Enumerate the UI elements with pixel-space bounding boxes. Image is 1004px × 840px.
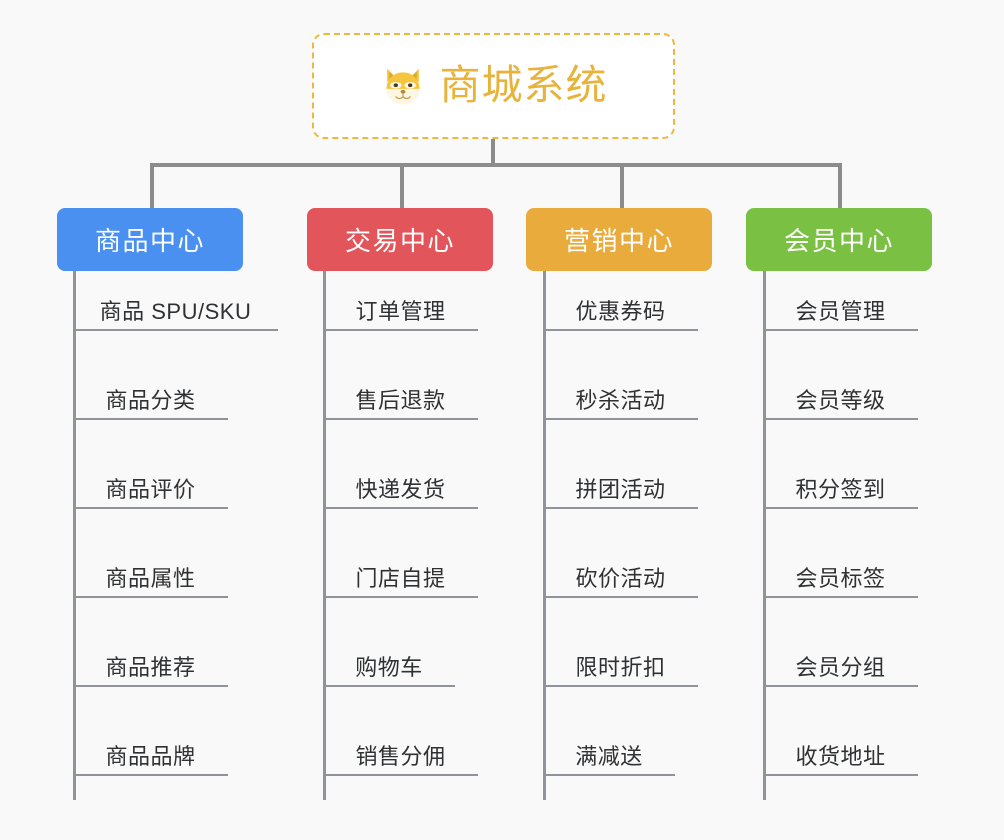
leaf-item[interactable]: 满减送 xyxy=(543,716,675,776)
leaf-label: 会员分组 xyxy=(795,654,886,680)
leaf-item[interactable]: 商品 SPU/SKU xyxy=(73,271,278,331)
spine-member-center xyxy=(763,271,766,800)
root-title: 商城系统 xyxy=(439,62,608,109)
shiba-dog-icon xyxy=(380,63,426,109)
leaf-label: 商品推荐 xyxy=(105,654,196,680)
leaf-item[interactable]: 砍价活动 xyxy=(543,538,698,598)
leaf-item[interactable]: 会员分组 xyxy=(763,627,918,687)
leaf-item[interactable]: 商品属性 xyxy=(73,538,228,598)
leaf-item[interactable]: 收货地址 xyxy=(763,716,918,776)
leaf-item[interactable]: 拼团活动 xyxy=(543,449,698,509)
leaf-label: 满减送 xyxy=(575,743,643,769)
leaf-label: 拼团活动 xyxy=(575,476,666,502)
leaf-label: 会员等级 xyxy=(795,387,886,413)
category-header-trade-center[interactable]: 交易中心 xyxy=(307,208,493,271)
category-header-product-center[interactable]: 商品中心 xyxy=(57,208,243,271)
leaf-label: 销售分佣 xyxy=(355,743,446,769)
leaf-label: 商品品牌 xyxy=(105,743,196,769)
leaf-label: 门店自提 xyxy=(355,565,446,591)
drop-connector-trade-center xyxy=(400,163,404,208)
root-node[interactable]: 商城系统 xyxy=(312,33,675,139)
drop-connector-member-center xyxy=(838,163,842,208)
leaf-label: 商品属性 xyxy=(105,565,196,591)
leaf-item[interactable]: 限时折扣 xyxy=(543,627,698,687)
leaf-item[interactable]: 商品推荐 xyxy=(73,627,228,687)
leaf-label: 会员管理 xyxy=(795,298,886,324)
spine-product-center xyxy=(73,271,76,800)
leaf-label: 订单管理 xyxy=(355,298,446,324)
leaf-item[interactable]: 积分签到 xyxy=(763,449,918,509)
leaf-item[interactable]: 优惠券码 xyxy=(543,271,698,331)
category-header-member-center[interactable]: 会员中心 xyxy=(746,208,932,271)
leaf-label: 售后退款 xyxy=(355,387,446,413)
leaf-item[interactable]: 门店自提 xyxy=(323,538,478,598)
root-stem-connector xyxy=(491,139,495,165)
category-label: 营销中心 xyxy=(563,226,674,256)
leaf-label: 快递发货 xyxy=(355,476,446,502)
spine-trade-center xyxy=(323,271,326,800)
leaf-label: 优惠券码 xyxy=(575,298,666,324)
leaf-item[interactable]: 商品评价 xyxy=(73,449,228,509)
drop-connector-marketing-center xyxy=(620,163,624,208)
leaf-label: 商品 SPU/SKU xyxy=(99,298,252,324)
leaf-item[interactable]: 会员管理 xyxy=(763,271,918,331)
leaf-label: 会员标签 xyxy=(795,565,886,591)
category-header-marketing-center[interactable]: 营销中心 xyxy=(526,208,712,271)
category-label: 商品中心 xyxy=(94,226,205,256)
leaf-item[interactable]: 会员标签 xyxy=(763,538,918,598)
category-label: 会员中心 xyxy=(783,226,894,256)
category-label: 交易中心 xyxy=(344,226,455,256)
leaf-label: 商品分类 xyxy=(105,387,196,413)
leaf-label: 商品评价 xyxy=(105,476,196,502)
leaf-item[interactable]: 秒杀活动 xyxy=(543,360,698,420)
leaf-label: 限时折扣 xyxy=(575,654,666,680)
leaf-label: 秒杀活动 xyxy=(575,387,666,413)
leaf-item[interactable]: 售后退款 xyxy=(323,360,478,420)
leaf-label: 购物车 xyxy=(355,654,423,680)
leaf-item[interactable]: 销售分佣 xyxy=(323,716,478,776)
leaf-item[interactable]: 订单管理 xyxy=(323,271,478,331)
leaf-item[interactable]: 商品品牌 xyxy=(73,716,228,776)
horizontal-bus-connector xyxy=(150,163,841,167)
leaf-item[interactable]: 购物车 xyxy=(323,627,455,687)
leaf-label: 积分签到 xyxy=(795,476,886,502)
leaf-label: 砍价活动 xyxy=(575,565,666,591)
leaf-item[interactable]: 快递发货 xyxy=(323,449,478,509)
drop-connector-product-center xyxy=(150,163,154,208)
leaf-label: 收货地址 xyxy=(795,743,886,769)
leaf-item[interactable]: 商品分类 xyxy=(73,360,228,420)
spine-marketing-center xyxy=(543,271,546,800)
leaf-item[interactable]: 会员等级 xyxy=(763,360,918,420)
